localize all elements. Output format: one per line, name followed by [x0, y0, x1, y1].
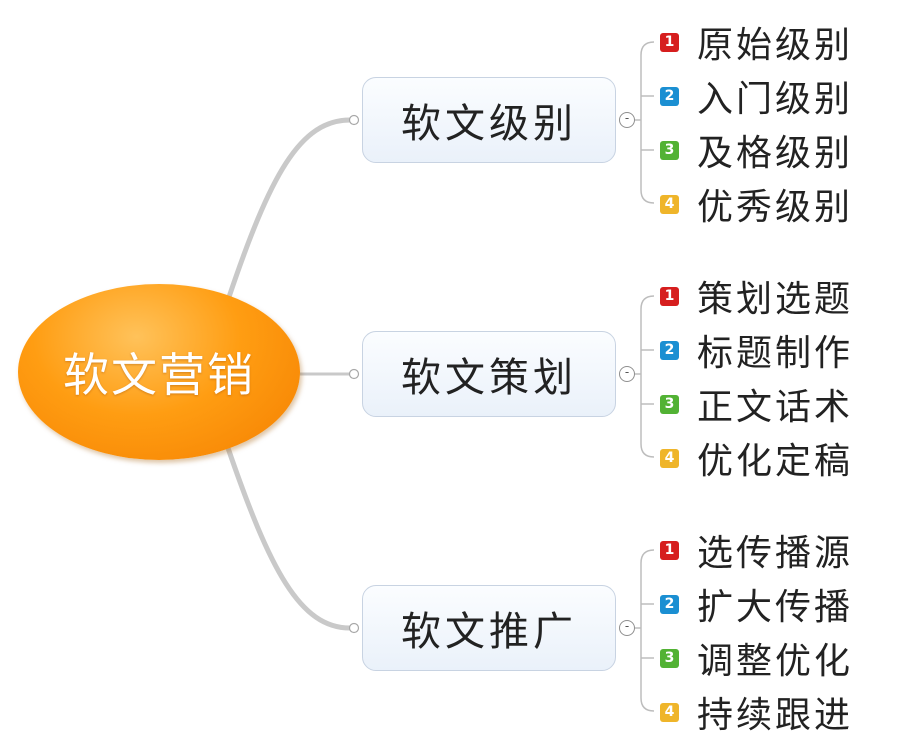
leaf-label: 调整优化 [697, 641, 854, 682]
priority-4-icon: 4 [660, 448, 679, 468]
leaf-label: 扩大传播 [697, 587, 854, 628]
priority-2-icon: 2 [660, 86, 679, 106]
leaf-node[interactable]: 1 原始级别 [660, 22, 853, 66]
priority-1-icon: 1 [660, 32, 679, 52]
branch-node-1[interactable]: 软文级别 [362, 77, 616, 163]
leaf-bracket-1 [635, 41, 655, 204]
priority-2-icon: 2 [660, 340, 679, 360]
leaf-node[interactable]: 2 标题制作 [660, 330, 853, 374]
priority-3-icon: 3 [660, 648, 679, 668]
leaf-label: 正文话术 [697, 387, 854, 428]
root-node[interactable]: 软文营销 [18, 284, 300, 460]
collapse-toggle-icon[interactable]: - [619, 112, 635, 128]
leaf-label: 策划选题 [697, 279, 854, 320]
leaf-label: 原始级别 [697, 25, 854, 66]
leaf-node[interactable]: 2 扩大传播 [660, 584, 853, 628]
priority-3-icon: 3 [660, 140, 679, 160]
leaf-bracket-3 [635, 549, 655, 712]
connector-root-branch-1 [225, 117, 353, 303]
priority-4-icon: 4 [660, 194, 679, 214]
priority-1-icon: 1 [660, 540, 679, 560]
leaf-label: 入门级别 [697, 79, 854, 120]
leaf-node[interactable]: 2 入门级别 [660, 76, 853, 120]
branch-node-2[interactable]: 软文策划 [362, 331, 616, 417]
priority-1-icon: 1 [660, 286, 679, 306]
branch-node-3[interactable]: 软文推广 [362, 585, 616, 671]
collapse-toggle-icon[interactable]: - [619, 366, 635, 382]
leaf-node[interactable]: 4 优化定稿 [660, 438, 853, 482]
leaf-node[interactable]: 3 及格级别 [660, 130, 853, 174]
branch-anchor-2 [348, 368, 360, 380]
leaf-label: 优化定稿 [697, 441, 854, 482]
priority-2-icon: 2 [660, 594, 679, 614]
connector-root-branch-3 [225, 445, 353, 631]
leaf-node[interactable]: 4 优秀级别 [660, 184, 853, 228]
priority-4-icon: 4 [660, 702, 679, 722]
leaf-label: 及格级别 [697, 133, 854, 174]
leaf-label: 标题制作 [697, 333, 854, 374]
leaf-label: 持续跟进 [697, 695, 854, 736]
branch-label: 软文推广 [401, 609, 577, 655]
leaf-label: 选传播源 [697, 533, 854, 574]
branch-anchor-1 [348, 114, 360, 126]
branch-anchor-3 [348, 622, 360, 634]
leaf-node[interactable]: 3 正文话术 [660, 384, 853, 428]
root-label: 软文营销 [63, 348, 255, 402]
leaf-label: 优秀级别 [697, 187, 854, 228]
leaf-node[interactable]: 1 策划选题 [660, 276, 853, 320]
branch-label: 软文策划 [401, 355, 577, 401]
priority-3-icon: 3 [660, 394, 679, 414]
leaf-node[interactable]: 3 调整优化 [660, 638, 853, 682]
leaf-bracket-2 [635, 295, 655, 458]
branch-label: 软文级别 [401, 101, 577, 147]
collapse-toggle-icon[interactable]: - [619, 620, 635, 636]
leaf-node[interactable]: 1 选传播源 [660, 530, 853, 574]
leaf-node[interactable]: 4 持续跟进 [660, 692, 853, 736]
